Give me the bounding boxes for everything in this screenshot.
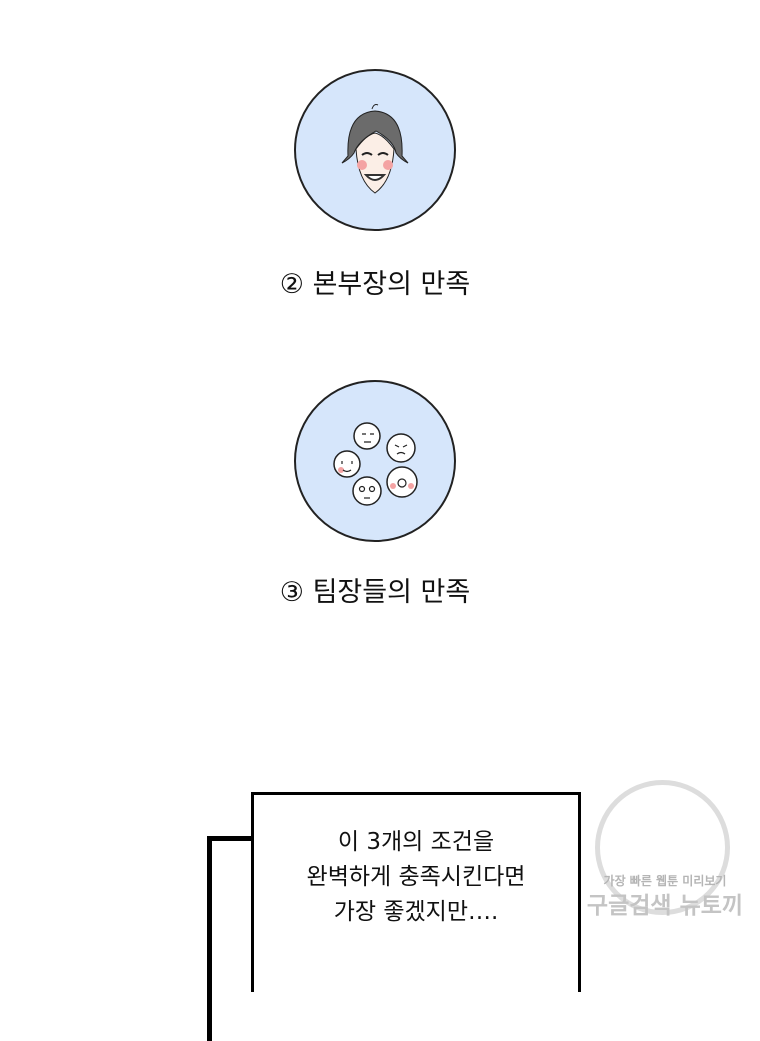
caption-box: 이 3개의 조건을 완벽하게 충족시킨다면 가장 좋겠지만….: [251, 792, 581, 992]
caption-text: 이 3개의 조건을 완벽하게 충족시킨다면 가장 좋겠지만….: [254, 825, 578, 930]
caption-line: 완벽하게 충족시킨다면: [306, 864, 526, 890]
watermark-ring: [595, 780, 730, 915]
team-leaders-circle: [294, 380, 456, 542]
condition-2-label: ② 본부장의 만족: [279, 269, 471, 300]
caption-line: 이 3개의 조건을: [337, 829, 495, 855]
condition-3-label: ③ 팀장들의 만족: [279, 577, 471, 608]
team-faces-icon: [333, 422, 418, 506]
manager-face-icon: [341, 104, 409, 194]
watermark-line1: 가장 빠른 웹툰 미리보기: [603, 874, 727, 888]
manager-portrait-circle: [294, 69, 456, 231]
watermark-line2: 구글검색 뉴토끼: [586, 893, 744, 919]
background-panel-frame: [207, 836, 292, 1041]
caption-line: 가장 좋겠지만….: [333, 899, 499, 925]
watermark-logo: 가장 빠른 웹툰 미리보기 구글검색 뉴토끼: [585, 780, 745, 942]
